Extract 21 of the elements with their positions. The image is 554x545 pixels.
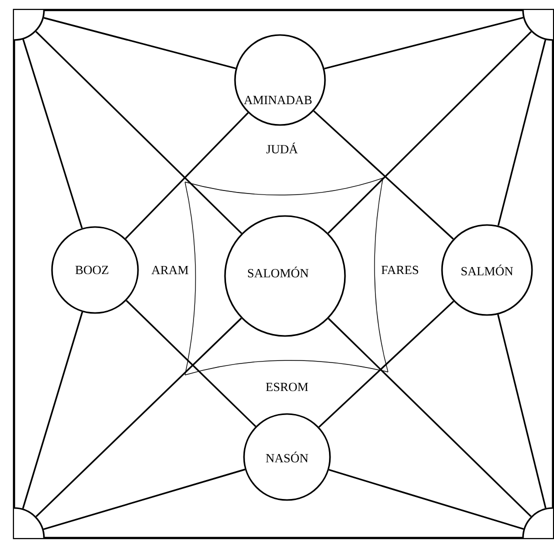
line (313, 110, 454, 240)
line (44, 17, 236, 70)
corner-circle (14, 507, 45, 538)
line (324, 16, 524, 70)
corner-circle (14, 10, 45, 41)
line (36, 318, 242, 518)
line (22, 312, 84, 509)
line (318, 300, 454, 428)
line (126, 300, 256, 427)
corner-circle (522, 507, 553, 538)
line (124, 112, 249, 240)
line (497, 314, 546, 508)
line (328, 468, 524, 530)
line (498, 40, 546, 226)
line (328, 318, 532, 518)
line (35, 31, 242, 234)
region-label: JUDÁ (266, 142, 298, 154)
line (43, 468, 246, 530)
line (328, 31, 532, 234)
line (22, 39, 83, 228)
corner-circle (522, 10, 553, 41)
